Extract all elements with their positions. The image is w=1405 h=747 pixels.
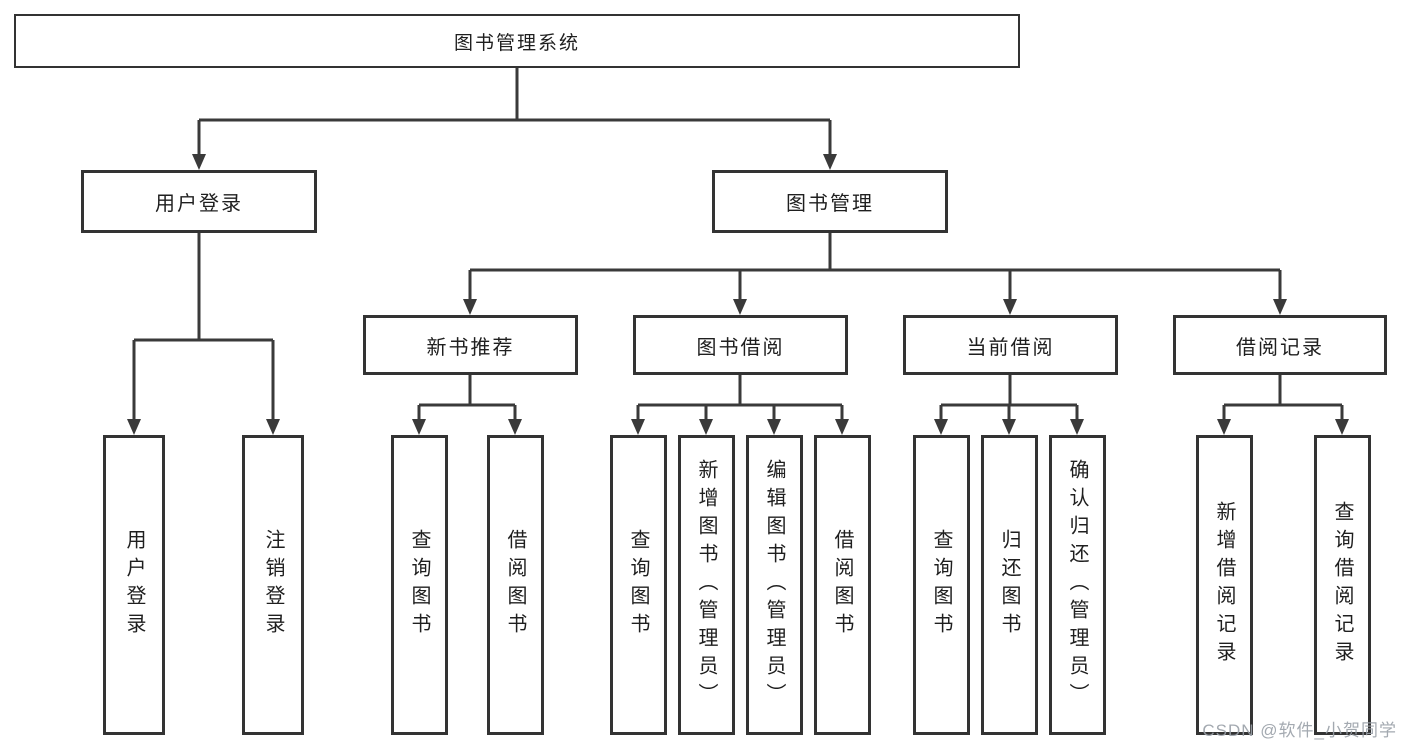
leaf-query-borrow-record: 查询借阅记录 xyxy=(1313,435,1371,735)
node-book-borrow: 图书借阅 xyxy=(633,315,848,375)
leaf-add-book-admin: 新增图书（管理员） xyxy=(677,435,735,735)
arrowhead xyxy=(508,419,522,435)
leaf-query-books-rec-label: 查询图书 xyxy=(408,529,430,641)
leaf-user-login-label: 用户登录 xyxy=(123,529,145,641)
csdn-watermark: CSDN @软件_小贺同学 xyxy=(1202,721,1397,740)
node-new-book-rec-label: 新书推荐 xyxy=(426,336,515,359)
connector-book-borrow xyxy=(636,375,844,421)
arrowhead xyxy=(699,419,713,435)
leaf-add-borrow-record: 新增借阅记录 xyxy=(1195,435,1253,735)
connector-new-rec xyxy=(417,375,517,421)
arrowhead xyxy=(934,419,948,435)
arrowhead xyxy=(127,419,141,435)
leaf-user-login: 用户登录 xyxy=(103,435,165,735)
connector-current-borrow xyxy=(939,375,1079,421)
node-book-borrow-label: 图书借阅 xyxy=(696,336,785,359)
node-new-book-rec: 新书推荐 xyxy=(363,315,578,375)
leaf-edit-book-admin-label: 编辑图书（管理员） xyxy=(763,459,785,711)
arrowhead xyxy=(1217,419,1231,435)
node-book-mgmt-label: 图书管理 xyxy=(786,193,874,215)
arrowhead xyxy=(1273,299,1287,315)
arrowhead xyxy=(1002,419,1016,435)
leaf-borrow-book: 借阅图书 xyxy=(813,435,871,735)
leaf-confirm-return-admin: 确认归还（管理员） xyxy=(1048,435,1106,735)
node-book-mgmt: 图书管理 xyxy=(712,170,948,233)
arrowhead xyxy=(733,299,747,315)
connector-root xyxy=(197,68,832,156)
node-current-borrow-label: 当前借阅 xyxy=(966,336,1055,359)
node-root: 图书管理系统 xyxy=(14,14,1020,68)
connector-user-login xyxy=(132,233,275,421)
leaf-borrow-books-rec-label: 借阅图书 xyxy=(504,529,526,641)
arrowhead xyxy=(1335,419,1349,435)
leaf-query-books-rec: 查询图书 xyxy=(390,435,448,735)
arrowhead xyxy=(266,419,280,435)
arrowhead xyxy=(767,419,781,435)
leaf-add-borrow-record-label: 新增借阅记录 xyxy=(1213,501,1235,669)
connector-book-mgmt xyxy=(468,233,1282,301)
arrowhead xyxy=(463,299,477,315)
leaf-query-books-borrow: 查询图书 xyxy=(609,435,667,735)
leaf-query-books-current: 查询图书 xyxy=(912,435,970,735)
node-user-login-label: 用户登录 xyxy=(155,193,243,215)
leaf-logout: 注销登录 xyxy=(242,435,304,735)
leaf-query-books-current-label: 查询图书 xyxy=(930,529,952,641)
node-user-login: 用户登录 xyxy=(81,170,317,233)
leaf-borrow-book-label: 借阅图书 xyxy=(831,529,853,641)
leaf-logout-label: 注销登录 xyxy=(262,529,284,641)
arrowhead xyxy=(1003,299,1017,315)
connector-borrow-records xyxy=(1222,375,1344,421)
arrowhead xyxy=(823,154,837,170)
leaf-edit-book-admin: 编辑图书（管理员） xyxy=(745,435,803,735)
leaf-confirm-return-admin-label: 确认归还（管理员） xyxy=(1066,459,1088,711)
leaf-borrow-books-rec: 借阅图书 xyxy=(486,435,544,735)
node-root-label: 图书管理系统 xyxy=(453,32,580,54)
arrowhead xyxy=(835,419,849,435)
arrowhead xyxy=(412,419,426,435)
leaf-return-book-label: 归还图书 xyxy=(998,529,1020,641)
node-borrow-records-label: 借阅记录 xyxy=(1236,336,1324,359)
arrowhead xyxy=(1070,419,1084,435)
leaf-add-book-admin-label: 新增图书（管理员） xyxy=(695,459,717,711)
node-borrow-records: 借阅记录 xyxy=(1173,315,1387,375)
leaf-return-book: 归还图书 xyxy=(980,435,1038,735)
leaf-query-borrow-record-label: 查询借阅记录 xyxy=(1331,501,1353,669)
arrowhead xyxy=(192,154,206,170)
leaf-query-books-borrow-label: 查询图书 xyxy=(627,529,649,641)
node-current-borrow: 当前借阅 xyxy=(903,315,1118,375)
arrowhead xyxy=(631,419,645,435)
